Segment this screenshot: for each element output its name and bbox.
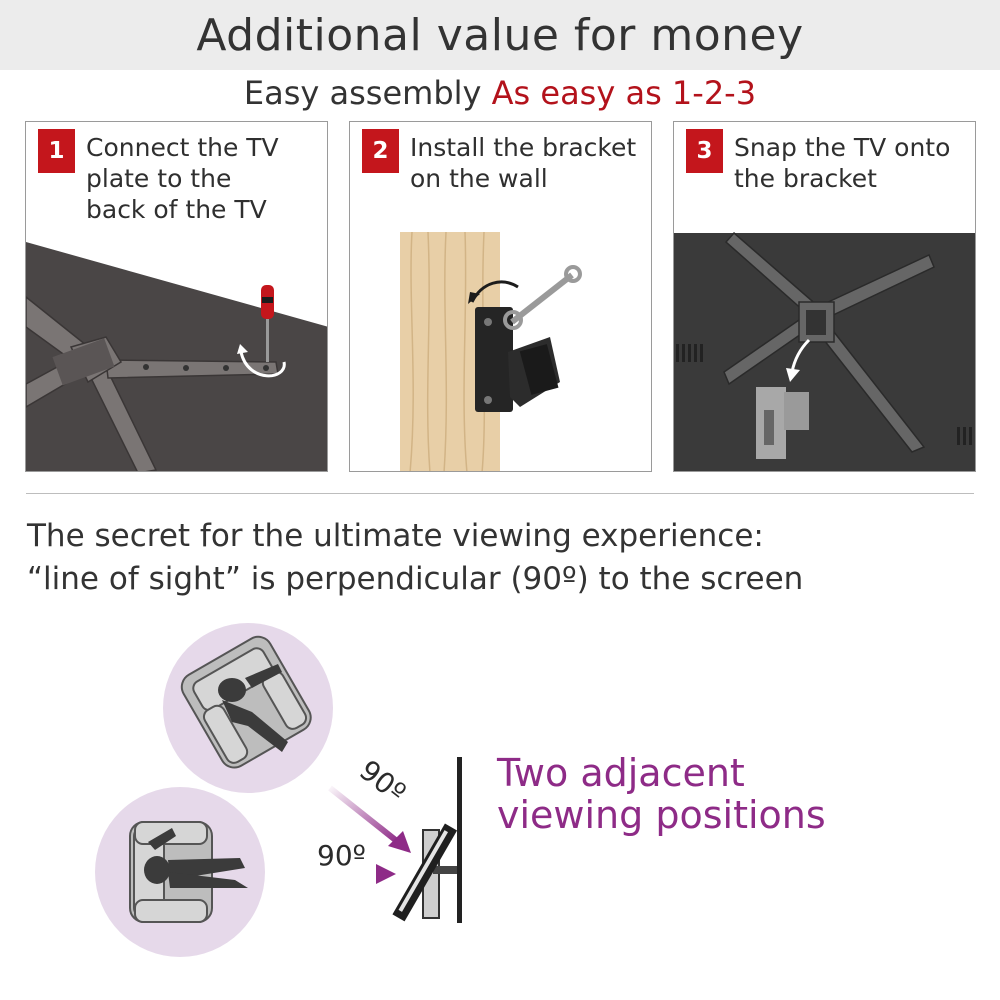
step-card-2: 2 Install the bracket on the wall bbox=[349, 121, 652, 472]
viewing-tip: The secret for the ultimate viewing expe… bbox=[27, 515, 803, 601]
angle-label-top: 90º bbox=[353, 754, 412, 810]
step-number-badge: 2 bbox=[362, 129, 399, 173]
step-2-caption: Install the bracket on the wall bbox=[410, 132, 645, 194]
subtitle-accent: As easy as 1-2-3 bbox=[491, 74, 757, 112]
viewing-positions-label: Two adjacent viewing positions bbox=[497, 752, 826, 836]
wall-line bbox=[457, 757, 462, 923]
caption-line: the bracket bbox=[734, 164, 877, 193]
step-1-caption: Connect the TV plate to the back of the … bbox=[86, 132, 321, 225]
caption-line: Install the bracket bbox=[410, 133, 637, 162]
viewing-positions-diagram: 90º 90º bbox=[95, 623, 462, 957]
caption-line: back of the TV bbox=[86, 195, 267, 224]
caption-line: on the wall bbox=[410, 164, 548, 193]
step-card-3: 3 Snap the TV onto the bracket bbox=[673, 121, 976, 472]
angle-label-bottom: 90º bbox=[317, 839, 366, 872]
label-line: Two adjacent bbox=[497, 751, 745, 795]
step-1-illustration bbox=[26, 242, 327, 471]
section-divider bbox=[26, 493, 974, 494]
viewing-tip-line: “line of sight” is perpendicular (90º) t… bbox=[27, 561, 804, 597]
viewing-tip-line: The secret for the ultimate viewing expe… bbox=[27, 518, 764, 554]
label-line: viewing positions bbox=[497, 793, 826, 837]
step-2-illustration bbox=[400, 231, 582, 471]
tv-screen-side bbox=[392, 823, 458, 922]
sightline-arrow bbox=[328, 785, 400, 845]
caption-line: Snap the TV onto bbox=[734, 133, 951, 162]
subtitle-prefix: Easy assembly bbox=[243, 74, 492, 112]
subtitle: Easy assembly As easy as 1-2-3 bbox=[0, 74, 1000, 112]
person-icon bbox=[218, 664, 288, 752]
step-number-badge: 1 bbox=[38, 129, 75, 173]
step-3-caption: Snap the TV onto the bracket bbox=[734, 132, 969, 194]
caption-line: plate to the bbox=[86, 164, 232, 193]
step-3-illustration bbox=[674, 231, 975, 471]
step-number-badge: 3 bbox=[686, 129, 723, 173]
caption-line: Connect the TV bbox=[86, 133, 279, 162]
person-icon bbox=[144, 828, 248, 888]
step-card-1: 1 Connect the TV plate to the back of th… bbox=[25, 121, 328, 472]
header-banner: Additional value for money bbox=[0, 0, 1000, 70]
page-title: Additional value for money bbox=[196, 9, 804, 61]
